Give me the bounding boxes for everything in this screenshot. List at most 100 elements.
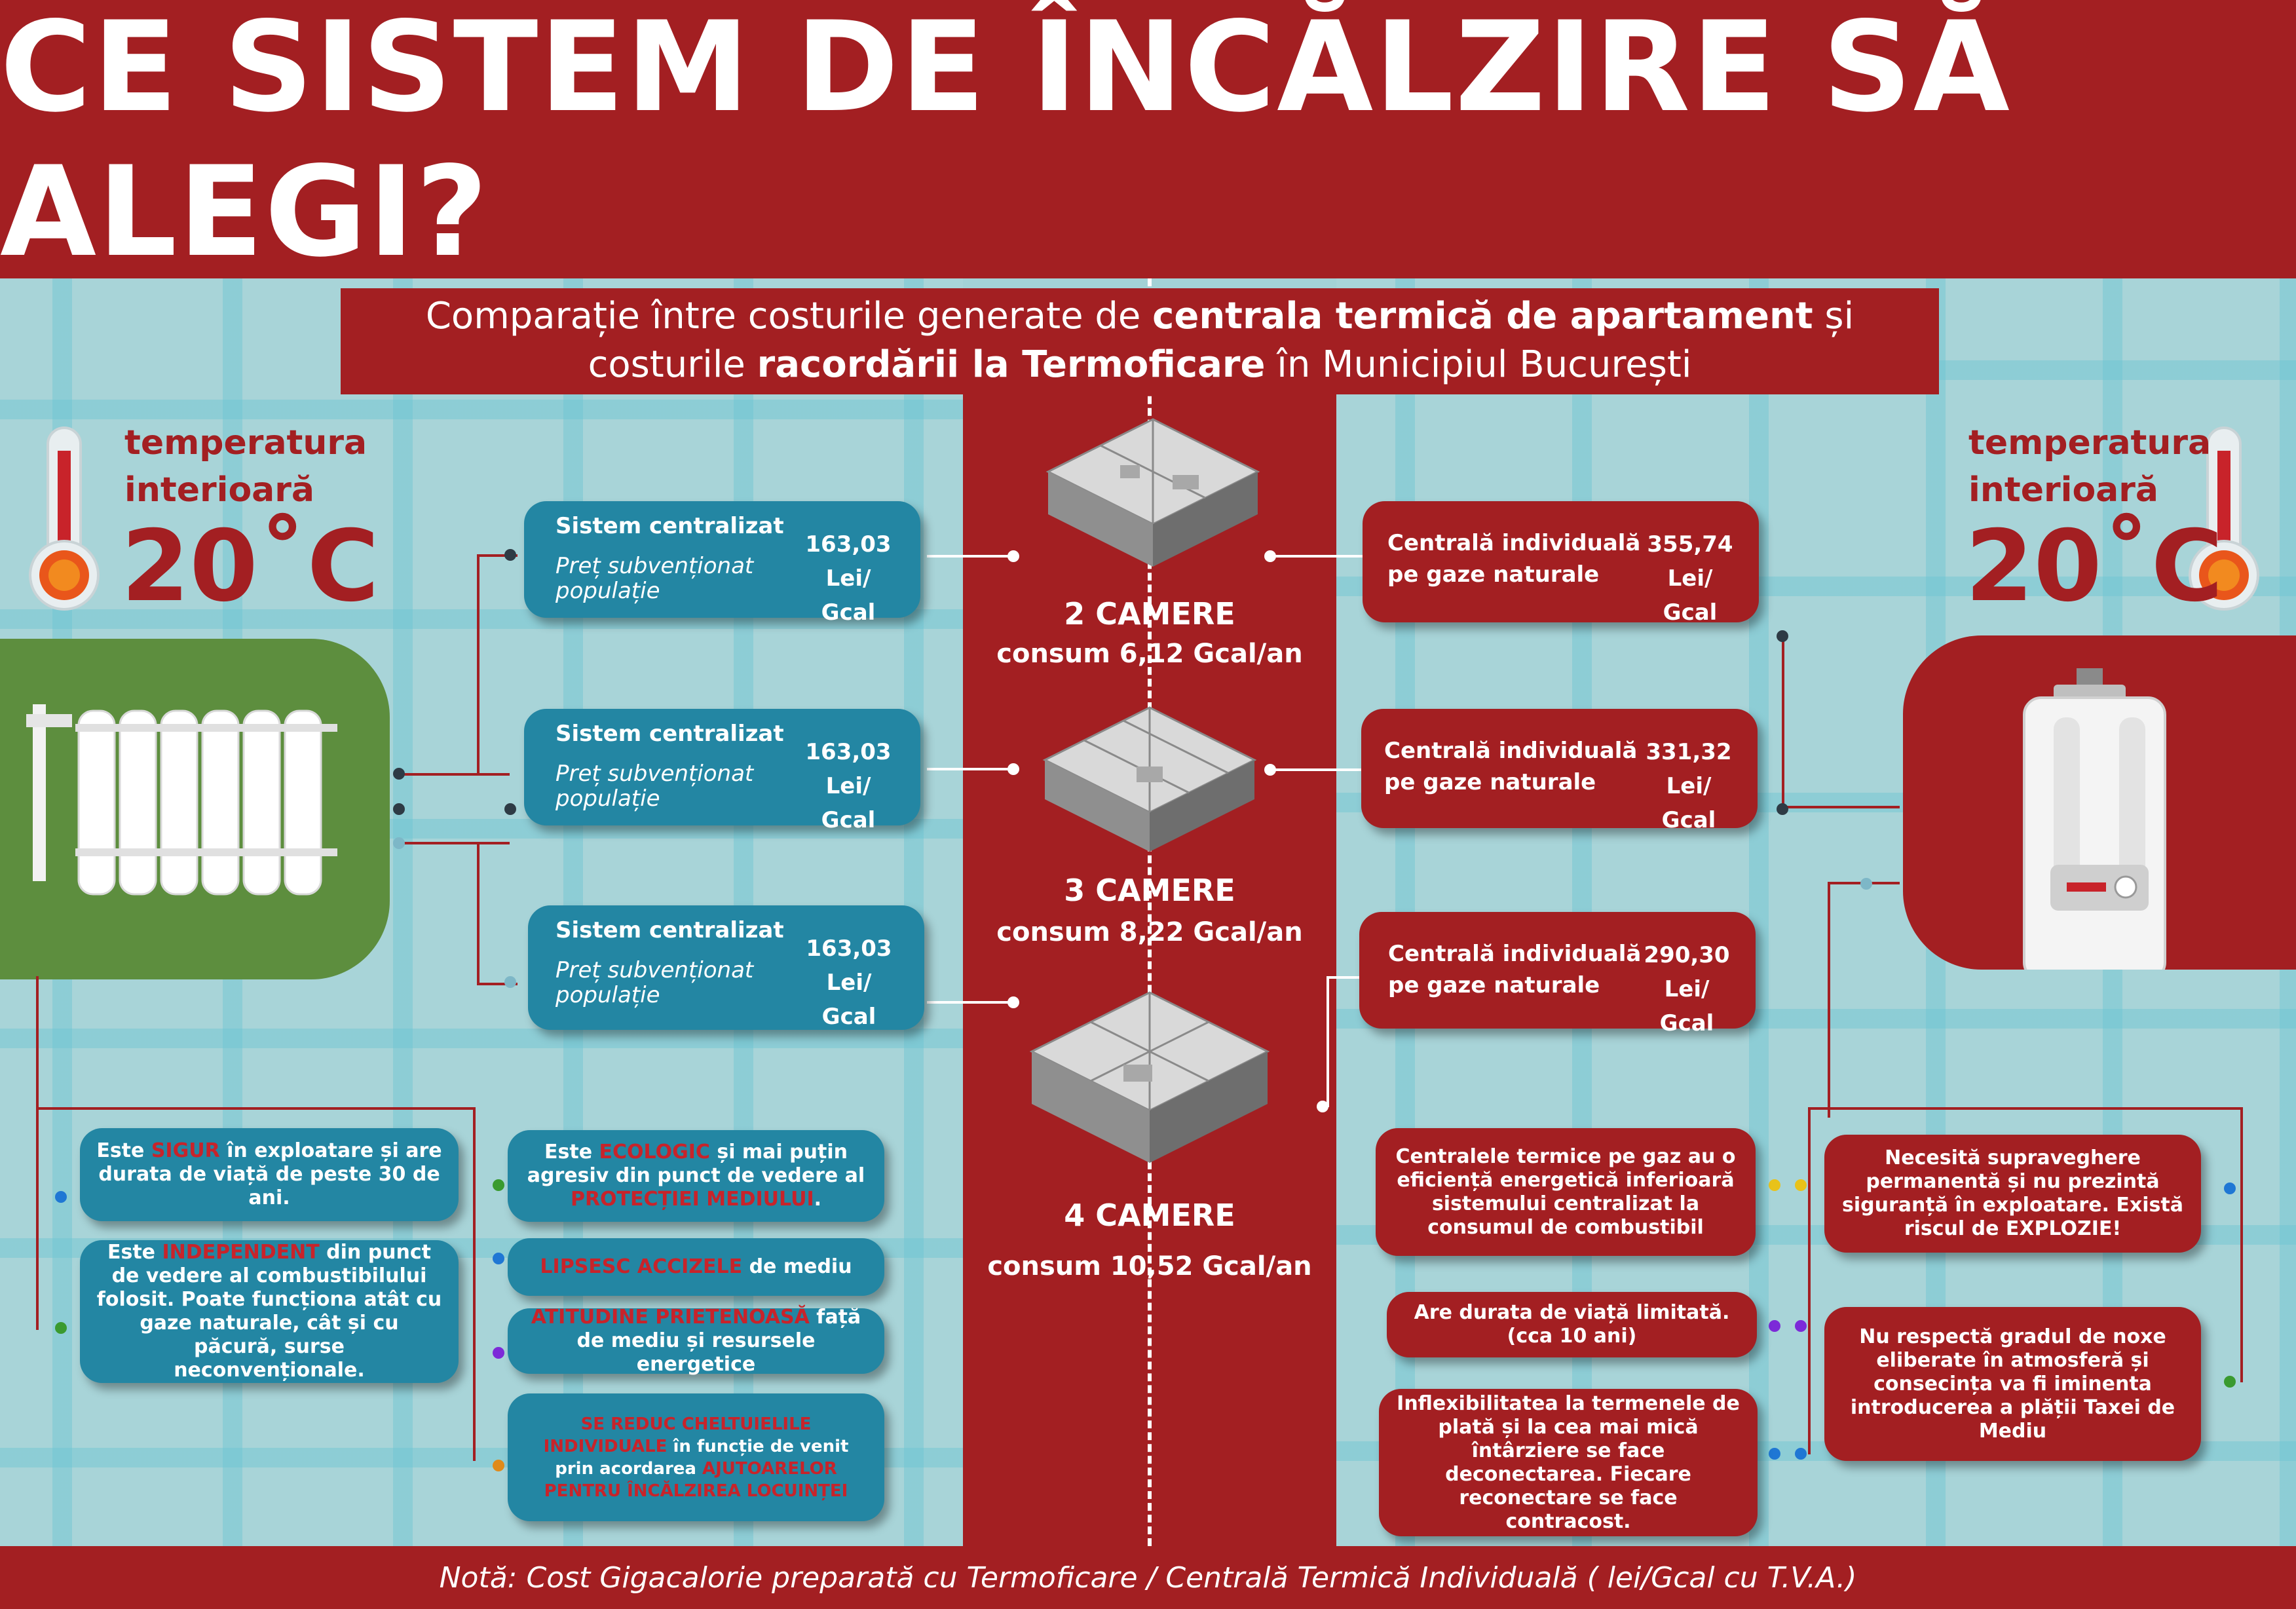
card-title: Centrală individuală pe gaze naturale	[1384, 735, 1637, 798]
connector-line	[477, 842, 480, 983]
pro-text-part: .	[814, 1188, 822, 1211]
price-line: Gcal	[1663, 599, 1718, 626]
price-line: Gcal	[821, 1004, 876, 1030]
connector-dot	[393, 803, 405, 815]
card-price: 163,03 Lei/ Gcal	[780, 527, 917, 630]
pro-text: Este INDEPENDENT din punct de vedere al …	[96, 1241, 443, 1382]
connector-dot	[1769, 1448, 1780, 1460]
centralized-card-2-rooms: Sistem centralizat Preț subvenționat pop…	[524, 501, 920, 626]
connector-dot	[1795, 1320, 1807, 1332]
room-consumption-2: consum 6,12 Gcal/an	[996, 639, 1303, 669]
temp-label-line: temperatura	[1968, 423, 2211, 463]
connector-line	[1808, 1107, 1811, 1454]
boiler-icon	[2023, 668, 2166, 981]
pro-text-part: și mai puțin agresiv din punct de vedere…	[527, 1141, 865, 1187]
pro-text: LIPSESC ACCIZELE de mediu	[540, 1255, 852, 1279]
price-line: Gcal	[821, 807, 876, 833]
card-subtitle-line: populație	[555, 982, 660, 1008]
subtitle-line-2: costurile racordării la Termoficare în M…	[341, 341, 1939, 389]
subtitle-text: în Municipiul București	[1265, 343, 1692, 386]
room-label-2: 2 CAMERE	[1064, 596, 1235, 632]
pro-highlight: ATITUDINE PRIETENOASĂ	[531, 1306, 810, 1329]
right-temp-value: 20˚C	[1965, 510, 2223, 624]
card-subtitle-line: populație	[555, 786, 660, 812]
connector-line	[36, 976, 39, 1107]
connector-line	[1327, 976, 1329, 1107]
con-durata: Are durata de viață limitată. (cca 10 an…	[1387, 1292, 1757, 1357]
thermometer-icon	[29, 426, 100, 611]
connector-dot	[493, 1253, 504, 1264]
individual-card-3-rooms: Centrală individuală pe gaze naturale 33…	[1361, 709, 1758, 833]
connector-dot	[504, 803, 516, 815]
centralized-card-4-rooms: Sistem centralizat Preț subvenționat pop…	[528, 905, 924, 1030]
pro-highlight: AJUTOARELOR PENTRU ÎNCĂLZIREA LOCUINȚEI	[544, 1458, 848, 1501]
center-dashed-divider	[1148, 278, 1152, 1546]
con-taxa-mediu: Nu respectă gradul de noxe eliberate în …	[1824, 1307, 2201, 1461]
con-text: Inflexibilitatea la termenele de plată ș…	[1397, 1391, 1740, 1533]
pro-text: ATITUDINE PRIETENOASĂ față de mediu și r…	[523, 1306, 869, 1376]
subtitle-bold: centrala termică de apartament	[1152, 295, 1813, 337]
connector-dot	[393, 837, 405, 849]
connector-dot	[1769, 1179, 1780, 1191]
connector-line	[1327, 976, 1366, 979]
price-line: 163,03 Lei/	[805, 531, 892, 592]
card-subtitle-line: Preț subvenționat	[555, 761, 754, 787]
individual-card-2-rooms: Centrală individuală pe gaze naturale 35…	[1363, 501, 1759, 626]
card-title: Sistem centralizat	[555, 721, 784, 747]
pro-text: Este ECOLOGIC și mai puțin agresiv din p…	[523, 1141, 869, 1211]
pro-highlight: SIGUR	[151, 1139, 220, 1162]
pro-text-part: în funcție de venit prin acordarea	[555, 1436, 849, 1479]
con-text: Nu respectă gradul de noxe eliberate în …	[1850, 1325, 2175, 1443]
connector-dot	[2224, 1183, 2236, 1194]
price-line: 163,03 Lei/	[806, 936, 892, 996]
price-line: 163,03 Lei/	[805, 739, 892, 799]
connector-dot	[1769, 1320, 1780, 1332]
individual-card-4-rooms: Centrală individuală pe gaze naturale 29…	[1359, 912, 1756, 1036]
connector-dot	[1264, 550, 1276, 562]
connector-dot	[1007, 763, 1019, 775]
card-title: Sistem centralizat	[555, 513, 784, 539]
connector-dot	[55, 1191, 67, 1203]
connector-dot	[493, 1460, 504, 1471]
connector-line	[477, 554, 480, 774]
room-consumption-4: consum 10,52 Gcal/an	[987, 1251, 1312, 1281]
connector-dot	[1007, 996, 1019, 1008]
card-subtitle-line: Preț subvenționat	[555, 553, 754, 579]
left-temp-value: 20˚C	[121, 510, 379, 624]
footer-note: Notă: Cost Gigacalorie preparată cu Term…	[0, 1546, 2296, 1609]
room-label-3: 3 CAMERE	[1064, 873, 1235, 908]
connector-line	[927, 1001, 1012, 1004]
apartment-3-rooms-icon	[1042, 706, 1257, 852]
connector-dot	[1795, 1448, 1807, 1460]
pro-text: SE REDUC CHELTUIELILE INDIVIDUALE în fun…	[523, 1413, 869, 1502]
thermometer-icon	[2189, 426, 2259, 611]
subtitle-text: Comparație între costurile generate de	[425, 295, 1153, 337]
card-title-line: Centrală individuală	[1387, 530, 1641, 556]
subtitle-bold: racordării la Termoficare	[757, 343, 1266, 386]
price-line: 355,74 Lei/	[1647, 531, 1733, 592]
connector-line	[36, 1107, 39, 1330]
page-title: CE SISTEM DE ÎNCĂLZIRE SĂ ALEGI?	[0, 0, 2011, 284]
card-price: 163,03 Lei/ Gcal	[780, 932, 918, 1034]
connector-line	[398, 773, 510, 776]
card-price: 331,32 Lei/ Gcal	[1623, 735, 1754, 837]
temp-label-line: temperatura	[124, 423, 367, 463]
connector-line	[927, 555, 1012, 558]
con-inflexibilitate: Inflexibilitatea la termenele de plată ș…	[1379, 1389, 1758, 1536]
card-subtitle: Preț subvenționat populație	[555, 554, 753, 603]
room-label-4: 4 CAMERE	[1064, 1198, 1235, 1233]
radiator-icon	[26, 704, 337, 896]
connector-dot	[1317, 1101, 1328, 1112]
pro-accize: LIPSESC ACCIZELE de mediu	[508, 1238, 884, 1296]
footer-text: Notă: Cost Gigacalorie preparată cu Term…	[439, 1561, 1857, 1595]
pro-text: Este SIGUR în exploatare și are durata d…	[96, 1139, 443, 1210]
card-title-line: pe gaze naturale	[1388, 972, 1600, 998]
card-title-line: pe gaze naturale	[1387, 561, 1600, 588]
pro-text-part: față de mediu și resursele energetice	[576, 1306, 861, 1376]
card-subtitle: Preț subvenționat populație	[555, 761, 753, 811]
con-eficienta: Centralele termice pe gaz au o eficiență…	[1376, 1128, 1756, 1256]
header: CE SISTEM DE ÎNCĂLZIRE SĂ ALEGI?	[0, 0, 2296, 284]
connector-line	[36, 1107, 475, 1110]
subtitle-text: și	[1813, 295, 1854, 337]
card-subtitle-line: Preț subvenționat	[555, 957, 754, 983]
